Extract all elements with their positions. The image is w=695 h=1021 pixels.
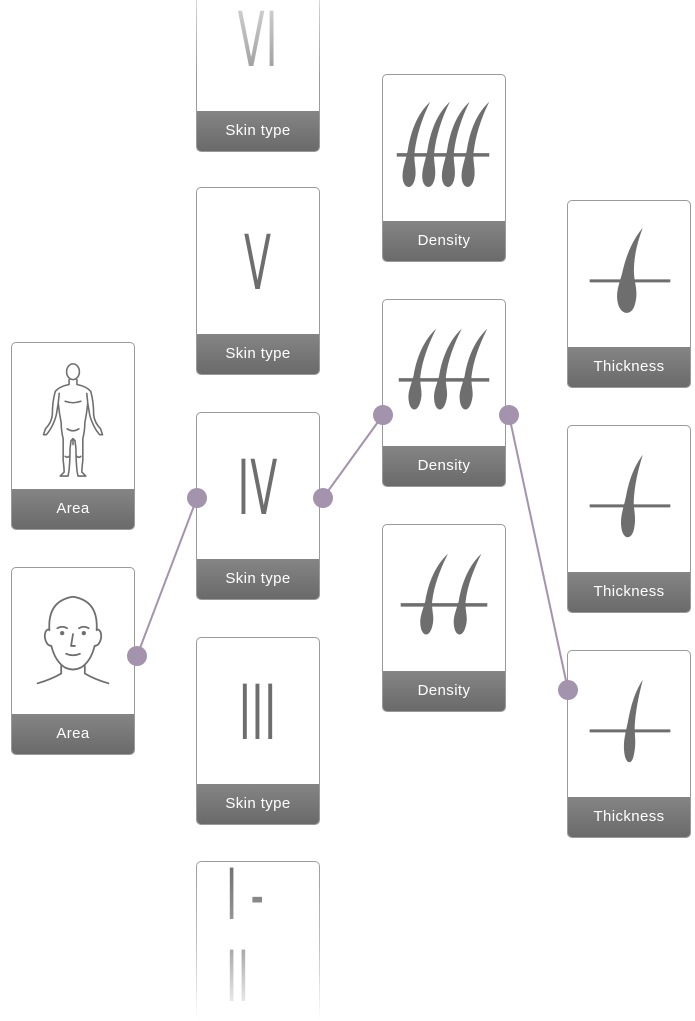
area-label: Area — [12, 714, 134, 754]
skin-type-numeral: I - II — [226, 861, 265, 1018]
dense-hair-4-icon — [396, 101, 490, 187]
density-card-medium[interactable]: Density — [382, 299, 506, 487]
connector-line-area-to-skin — [136, 497, 198, 657]
thick-hair-icon — [589, 227, 671, 313]
thickness-label: Thickness — [568, 797, 690, 837]
skin-type-numeral: III — [238, 667, 278, 757]
area-card-full-body[interactable]: Area — [11, 342, 135, 530]
thickness-label: Thickness — [568, 347, 690, 387]
skin-type-label: Skin type — [197, 559, 319, 599]
thickness-card-medium[interactable]: Thickness — [567, 425, 691, 613]
thickness-card-thick[interactable]: Thickness — [567, 200, 691, 388]
skin-type-label: Skin type — [197, 334, 319, 374]
area-label: Area — [12, 489, 134, 529]
skin-type-numeral: IV — [237, 442, 279, 532]
skin-type-numeral: V — [243, 217, 273, 307]
skin-type-card-iii[interactable]: III Skin type — [196, 637, 320, 825]
skin-type-numeral: VI — [237, 0, 279, 84]
skin-type-card-i-ii[interactable]: I - II — [196, 861, 320, 1021]
density-label: Density — [383, 671, 505, 711]
skin-type-card-vi[interactable]: VI Skin type — [196, 0, 320, 152]
thickness-label: Thickness — [568, 572, 690, 612]
density-card-low[interactable]: Density — [382, 524, 506, 712]
connector-line-density-to-thickness — [508, 414, 569, 691]
skin-type-card-iv[interactable]: IV Skin type — [196, 412, 320, 600]
skin-type-label: Skin type — [197, 111, 319, 151]
skin-type-card-v[interactable]: V Skin type — [196, 187, 320, 375]
connector-line-skin-to-density — [322, 414, 384, 499]
medium-hair-3-icon — [398, 328, 490, 410]
density-card-high[interactable]: Density — [382, 74, 506, 262]
density-label: Density — [383, 221, 505, 261]
sparse-hair-2-icon — [400, 553, 488, 635]
full-body-icon — [42, 363, 104, 477]
thin-hair-icon — [589, 679, 671, 763]
skin-type-label: Skin type — [197, 784, 319, 824]
thickness-card-thin[interactable]: Thickness — [567, 650, 691, 838]
head-icon — [36, 595, 110, 685]
density-label: Density — [383, 446, 505, 486]
medium-hair-icon — [589, 454, 671, 538]
area-card-head[interactable]: Area — [11, 567, 135, 755]
